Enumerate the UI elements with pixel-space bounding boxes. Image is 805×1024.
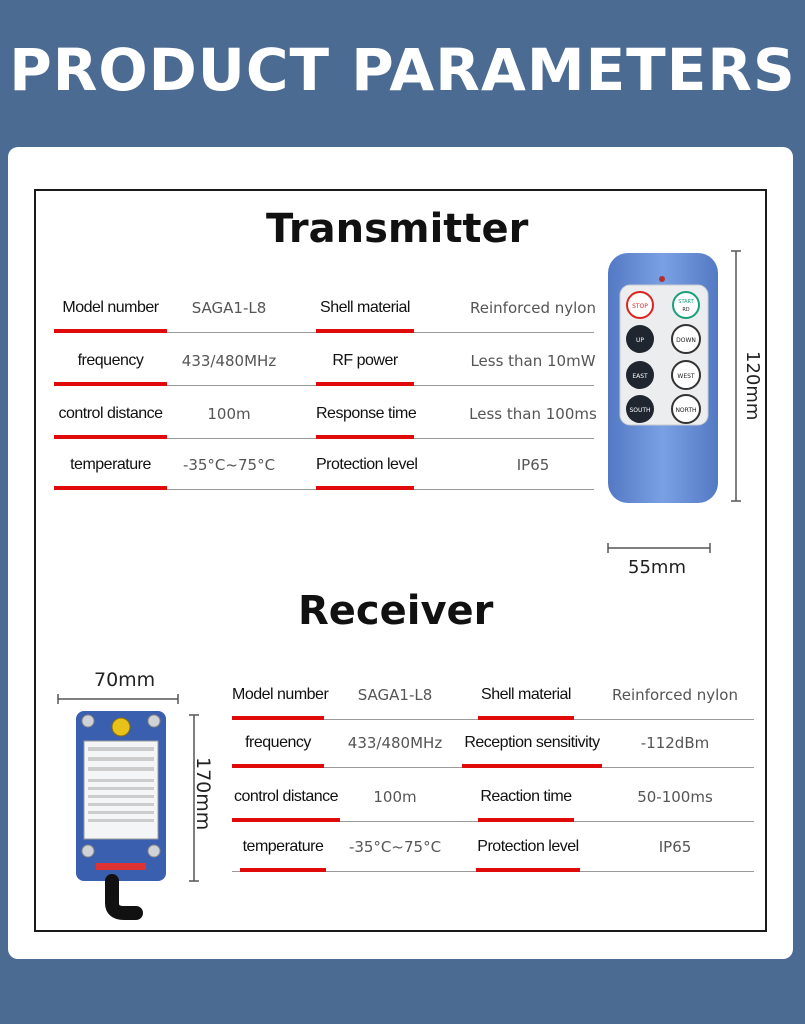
receiver-box-image (57, 694, 199, 920)
stop-button-label: STOP (632, 303, 648, 310)
up-button-label: UP (636, 337, 644, 344)
west-button-label: WEST (677, 373, 695, 380)
param-value: Less than 100ms (469, 405, 597, 423)
receiver-height-label: 170mm (192, 757, 214, 831)
param-label: Response time (316, 390, 417, 439)
param-value: Less than 10mW (470, 352, 596, 370)
parameters-frame: Transmitter Model number SAGA1-L8 Shell … (34, 189, 767, 932)
transmitter-height-label: 120mm (742, 351, 763, 421)
param-value: 100m (373, 788, 417, 806)
param-value: Reinforced nylon (470, 299, 596, 317)
param-label: RF power (316, 337, 414, 386)
transmitter-remote-image: STOP START RD UP DOWN EAST WEST SOUTH NO… (607, 250, 741, 553)
rd-button-label: RD (682, 307, 689, 313)
parameters-card: Transmitter Model number SAGA1-L8 Shell … (8, 147, 793, 959)
param-value: 100m (207, 405, 251, 423)
param-value: -35°C~75°C (182, 456, 276, 474)
param-value: 433/480MHz (347, 734, 443, 752)
param-label: Shell material (316, 284, 414, 333)
param-label: Protection level (476, 823, 580, 872)
param-label: Protection level (316, 441, 418, 490)
receiver-width-label: 70mm (94, 669, 156, 691)
receiver-title: Receiver (298, 588, 494, 634)
transmitter-row-frequency: frequency 433/480MHz RF power Less than … (54, 337, 596, 386)
param-label: Reception sensitivity (462, 719, 602, 768)
param-label: Model number (232, 671, 329, 720)
south-button-label: SOUTH (629, 407, 650, 414)
param-label: frequency (232, 719, 324, 768)
receiver-row-temperature: temperature -35°C~75°C Protection level … (232, 823, 754, 872)
param-label: temperature (240, 823, 326, 872)
param-label: Reaction time (478, 773, 574, 822)
transmitter-width-label: 55mm (628, 557, 686, 578)
param-value: 50-100ms (637, 788, 713, 806)
param-label: frequency (54, 337, 167, 386)
param-value: 433/480MHz (181, 352, 277, 370)
transmitter-row-model: Model number SAGA1-L8 Shell material Rei… (54, 284, 596, 333)
down-button-label: DOWN (676, 337, 696, 344)
east-button-label: EAST (632, 373, 648, 380)
start-button-label: START (678, 299, 694, 305)
param-value: SAGA1-L8 (357, 686, 433, 704)
param-label: Model number (54, 284, 167, 333)
param-label: Shell material (478, 671, 574, 720)
param-label: control distance (232, 773, 340, 822)
param-value: Reinforced nylon (612, 686, 738, 704)
transmitter-row-distance: control distance 100m Response time Less… (54, 390, 597, 439)
receiver-row-distance: control distance 100m Reaction time 50-1… (232, 773, 754, 822)
param-value: -112dBm (640, 734, 710, 752)
param-value: IP65 (516, 456, 550, 474)
receiver-row-model: Model number SAGA1-L8 Shell material Rei… (232, 671, 754, 720)
param-value: IP65 (658, 838, 692, 856)
param-value: SAGA1-L8 (191, 299, 267, 317)
param-label: temperature (54, 441, 167, 490)
param-label: control distance (54, 390, 167, 439)
north-button-label: NORTH (675, 407, 696, 414)
param-value: -35°C~75°C (348, 838, 442, 856)
receiver-row-frequency: frequency 433/480MHz Reception sensitivi… (232, 719, 754, 768)
transmitter-title: Transmitter (266, 206, 529, 252)
page-title: PRODUCT PARAMETERS (9, 36, 796, 104)
transmitter-row-temperature: temperature -35°C~75°C Protection level … (54, 441, 594, 490)
